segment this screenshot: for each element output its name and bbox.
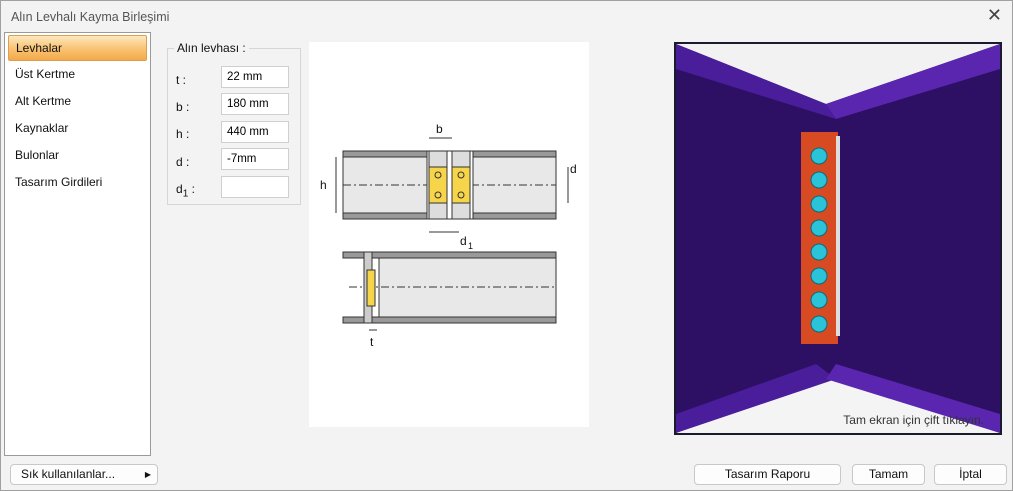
3d-view[interactable]: Tam ekran için çift tıklayın. <box>674 42 1002 435</box>
bolts <box>810 147 828 333</box>
sidebar-item-levhalar[interactable]: Levhalar <box>8 35 147 61</box>
plate-group: Alın levhası : t : b : h : d : d1 : <box>167 41 301 205</box>
ok-button[interactable]: Tamam <box>852 464 925 485</box>
dim-t-label: t <box>370 335 374 349</box>
chevron-right-icon: ▶ <box>144 470 151 479</box>
d1-label-suffix: : <box>188 182 195 196</box>
sidebar-item-tasarim-girdileri[interactable]: Tasarım Girdileri <box>15 175 103 189</box>
3d-model-render <box>676 44 1000 433</box>
h-label: h : <box>176 127 190 141</box>
t-input[interactable] <box>221 66 289 88</box>
b-label: b : <box>176 100 190 114</box>
t-label: t : <box>176 73 187 87</box>
d-input[interactable] <box>221 148 289 170</box>
window-title: Alın Levhalı Kayma Birleşimi <box>11 10 170 24</box>
close-icon[interactable]: ✕ <box>986 5 1002 25</box>
connection-diagram: b h d d 1 t <box>320 122 577 349</box>
sidebar: Levhalar Üst Kertme Alt Kertme Kaynaklar… <box>4 32 151 456</box>
d1-label-main: d <box>176 182 183 196</box>
dim-d1-sub: 1 <box>468 241 473 251</box>
favorites-label: Sık kullanılanlar... <box>21 467 116 481</box>
dim-h-label: h <box>320 178 327 192</box>
d1-label-sub: 1 <box>182 188 189 200</box>
d1-input[interactable] <box>221 176 289 198</box>
plate-group-label: Alın levhası : <box>174 41 249 55</box>
d-label: d : <box>176 155 190 169</box>
dim-b-label: b <box>436 122 443 136</box>
d1-label: d1 : <box>176 182 195 199</box>
design-report-button[interactable]: Tasarım Raporu <box>694 464 841 485</box>
connection-drawing: b h d d 1 t <box>309 42 589 427</box>
sidebar-item-bulonlar[interactable]: Bulonlar <box>15 148 60 162</box>
cancel-button[interactable]: İptal <box>934 464 1007 485</box>
dim-d1-label: d <box>460 234 467 248</box>
fullscreen-hint: Tam ekran için çift tıklayın. <box>843 413 984 427</box>
dim-d-label: d <box>570 162 577 176</box>
h-input[interactable] <box>221 121 289 143</box>
favorites-button[interactable]: Sık kullanılanlar... ▶ <box>10 464 158 485</box>
sidebar-item-alt-kertme[interactable]: Alt Kertme <box>15 94 72 108</box>
b-input[interactable] <box>221 93 289 115</box>
sidebar-item-ust-kertme[interactable]: Üst Kertme <box>15 67 76 81</box>
sidebar-item-kaynaklar[interactable]: Kaynaklar <box>15 121 69 135</box>
